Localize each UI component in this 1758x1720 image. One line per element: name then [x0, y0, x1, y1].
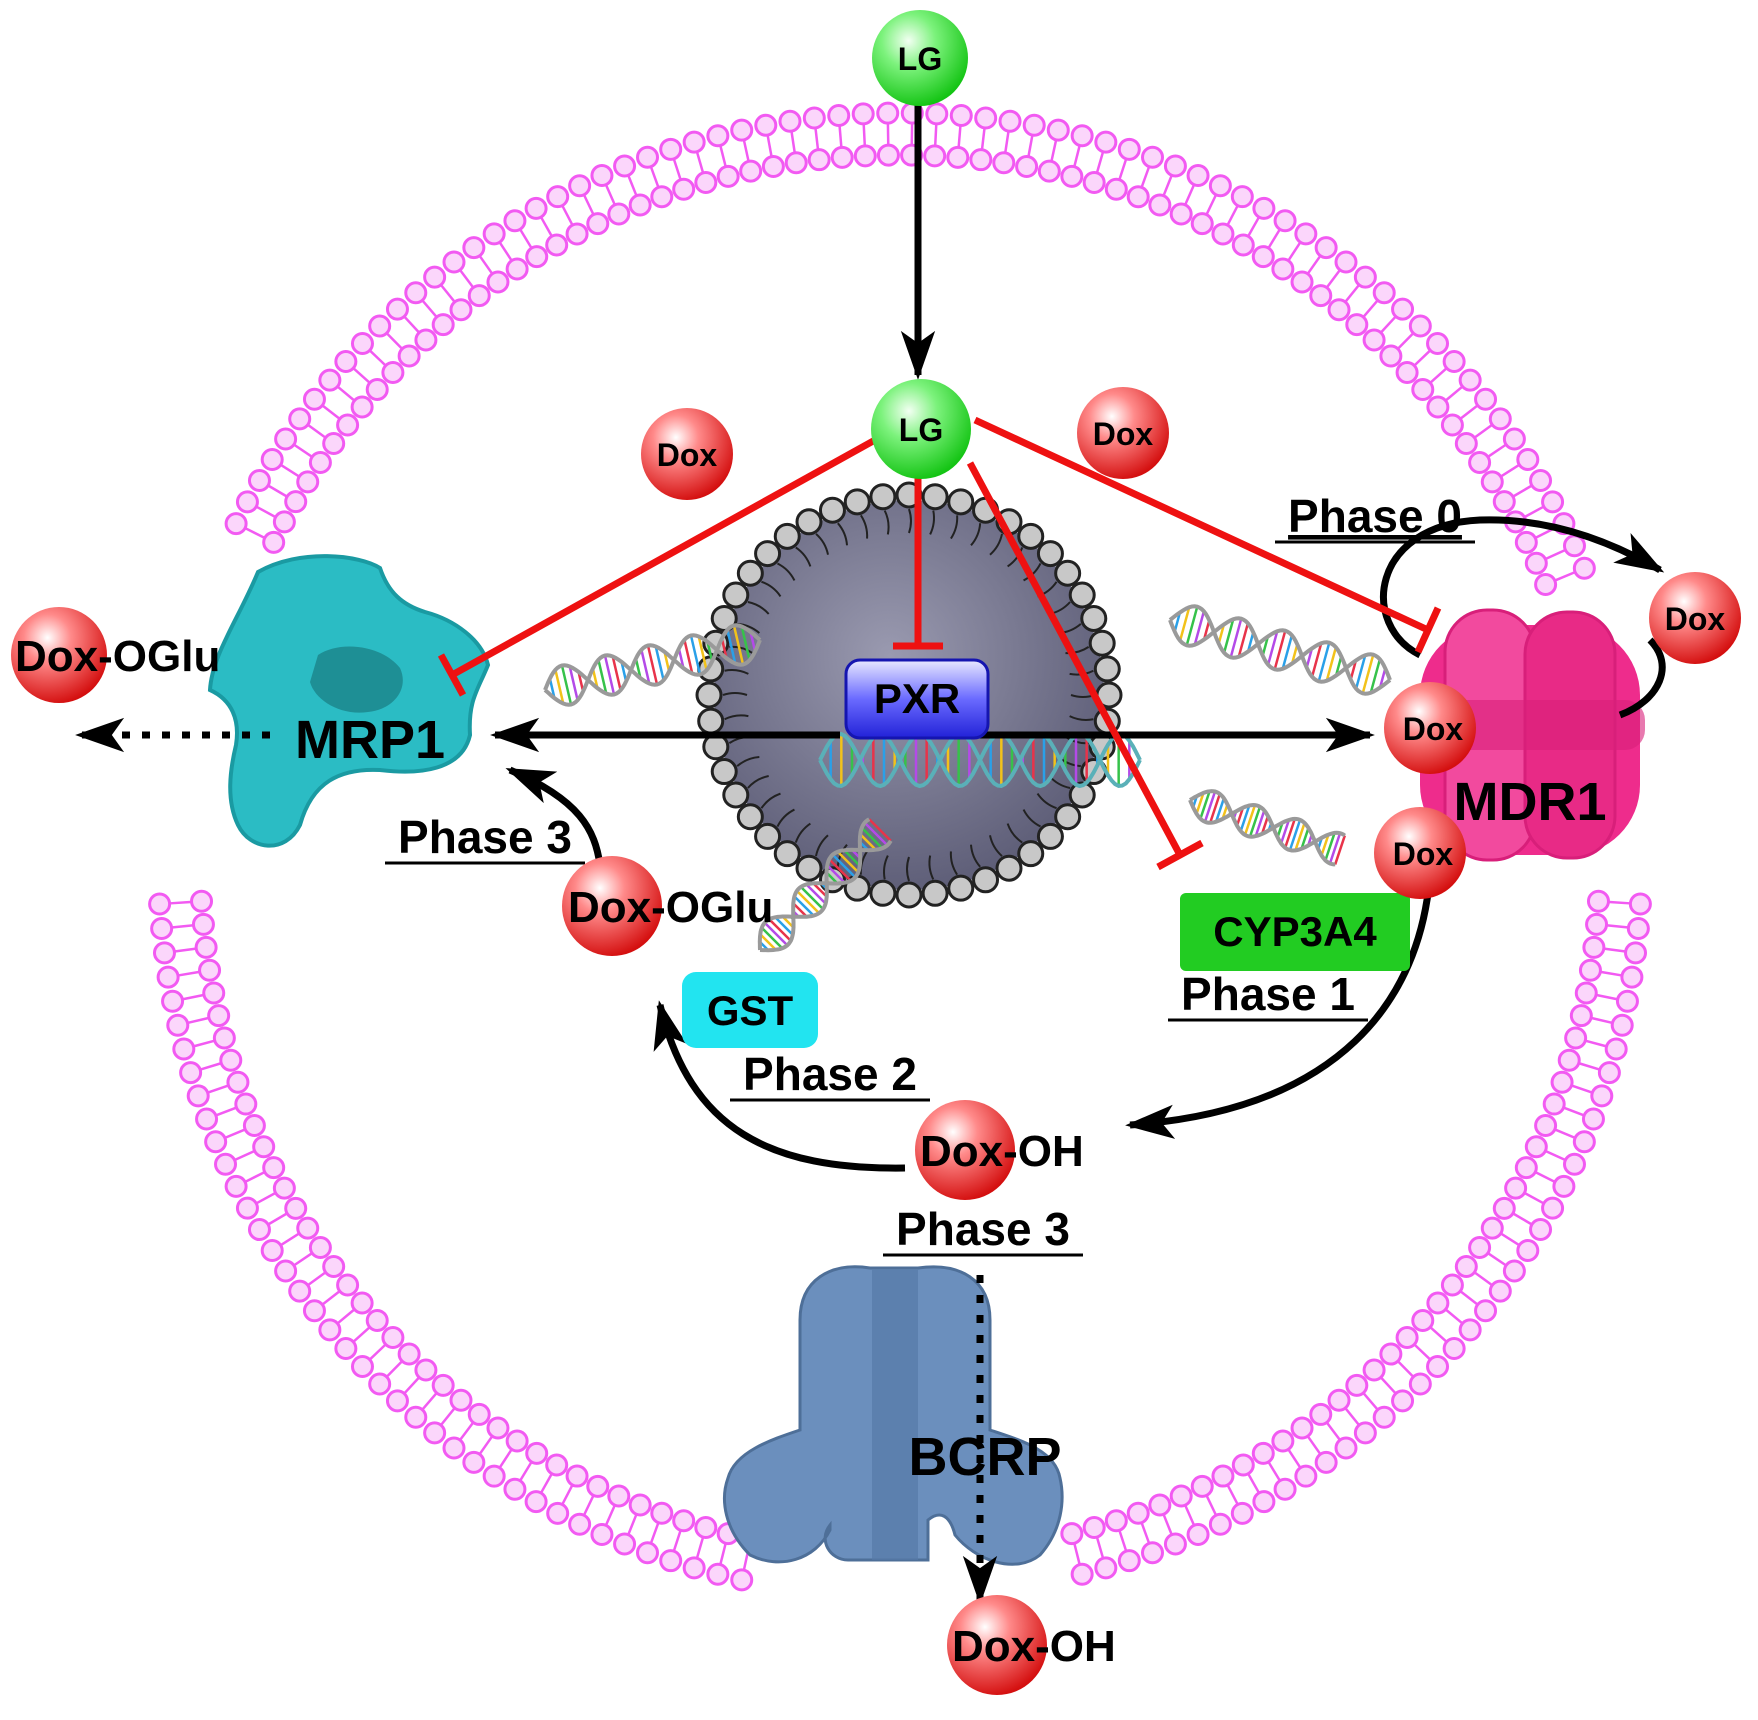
dox-right: Dox	[1077, 387, 1169, 479]
gst-box: GST	[682, 972, 818, 1048]
gst-label: GST	[707, 987, 794, 1034]
lg-top: LG	[872, 10, 968, 106]
black-arrows	[75, 105, 1666, 1605]
dox-right-label: Dox	[1093, 416, 1154, 452]
phase3-bottom-label: Phase 3	[896, 1203, 1070, 1255]
phase-labels: Phase 0 Phase 1 Phase 2 Phase 3 Phase 3	[385, 490, 1475, 1257]
svg-text:Dox-OGlu: Dox-OGlu	[15, 632, 220, 681]
dox-mdr1-a-label: Dox	[1403, 711, 1464, 747]
phase3-left-label: Phase 3	[398, 811, 572, 863]
dox-oglu-outside-a: Dox	[15, 632, 99, 681]
dox-mdr1-b-label: Dox	[1393, 836, 1454, 872]
dox-oh-inside-b: -OH	[1003, 1127, 1084, 1176]
bcrp-transporter	[723, 1265, 1064, 1566]
bcrp-label: BCRP	[908, 1427, 1061, 1487]
pxr-label: PXR	[874, 675, 960, 722]
mrp1-label: MRP1	[295, 710, 445, 770]
dna-strands	[543, 604, 1392, 953]
dox-left-label: Dox	[657, 437, 718, 473]
mrp1-transporter	[207, 554, 491, 848]
svg-text:Dox-OH: Dox-OH	[952, 1622, 1116, 1671]
dox-oh-outside: Dox-OH	[947, 1595, 1116, 1695]
lg-top-label: LG	[898, 41, 942, 77]
dox-oglu-inside: Dox-OGlu	[562, 856, 773, 956]
mdr1-label: MDR1	[1453, 772, 1606, 832]
pxr-box: PXR	[844, 658, 990, 740]
cyp3a4-box: CYP3A4	[1180, 893, 1410, 971]
dox-oh-inside: Dox-OH	[915, 1100, 1084, 1200]
dox-oh-outside-a: Dox	[952, 1622, 1036, 1671]
lg-center: LG	[871, 379, 971, 479]
lg-center-label: LG	[899, 412, 943, 448]
dox-oglu-inside-b: -OGlu	[651, 883, 773, 932]
cyp3a4-label: CYP3A4	[1213, 908, 1377, 955]
dox-mdr1-b: Dox	[1374, 807, 1466, 899]
dox-oglu-outside: Dox-OGlu	[11, 607, 220, 703]
phase0-label: Phase 0	[1288, 490, 1462, 542]
svg-text:Dox-OH: Dox-OH	[920, 1127, 1084, 1176]
mdr1-transporter	[1420, 608, 1645, 862]
phase2-label: Phase 2	[743, 1048, 917, 1100]
phase1-label: Phase 1	[1181, 968, 1355, 1020]
dox-oh-inside-a: Dox	[920, 1127, 1004, 1176]
dox-mdr1-a: Dox	[1384, 682, 1476, 774]
dox-outside-right: Dox	[1649, 572, 1741, 664]
dox-outside-right-label: Dox	[1665, 601, 1726, 637]
dox-left: Dox	[641, 408, 733, 500]
dox-oglu-inside-a: Dox	[568, 883, 652, 932]
svg-text:Dox-OGlu: Dox-OGlu	[568, 883, 773, 932]
dox-oglu-outside-b: -OGlu	[98, 632, 220, 681]
inhibition-lines	[437, 416, 1442, 871]
dox-oh-outside-b: -OH	[1035, 1622, 1116, 1671]
